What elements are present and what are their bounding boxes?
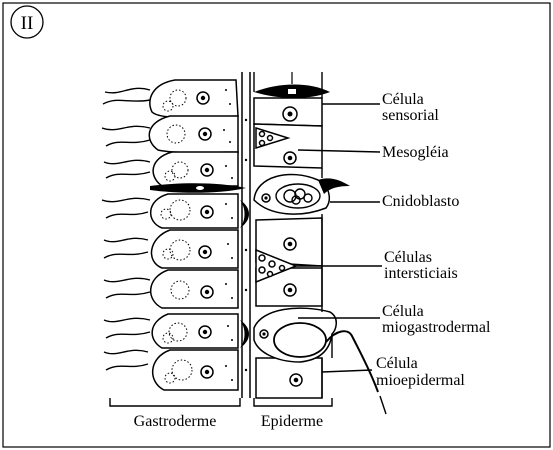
label-celulas-intersticiais-line2: intersticiais [384,265,458,282]
cnidoblast [254,174,350,214]
label-celula-mioepidermal-line2: mioepidermal [376,372,465,389]
label-gastroderme: Gastroderme [134,413,217,430]
label-cnidoblasto: Cnidoblasto [382,193,459,210]
epiderme-layer [254,72,386,414]
gastrodermal-cells [149,80,238,390]
panel-number: II [21,13,34,34]
label-celulas-intersticiais-line1: Células [384,249,432,266]
label-celula-miogastrodermal-line1: Célula [382,303,424,320]
flagella [102,88,150,370]
label-celula-mioepidermal-line1: Célula [376,355,418,372]
label-celula-sensorial-line1: Célula [382,91,424,108]
label-epiderme: Epiderme [261,413,323,430]
panel-number-badge: II [11,6,43,38]
gastroderme-layer [102,80,246,390]
layer-brackets [110,398,332,406]
mesoglea [240,72,250,398]
label-mesogleia: Mesogléia [382,144,449,161]
label-celula-sensorial-line2: sensorial [382,107,439,124]
labels: Célula sensorial Mesogléia Cnidoblasto C… [376,91,491,389]
label-celula-miogastrodermal-line2: miogastrodermal [382,319,491,336]
